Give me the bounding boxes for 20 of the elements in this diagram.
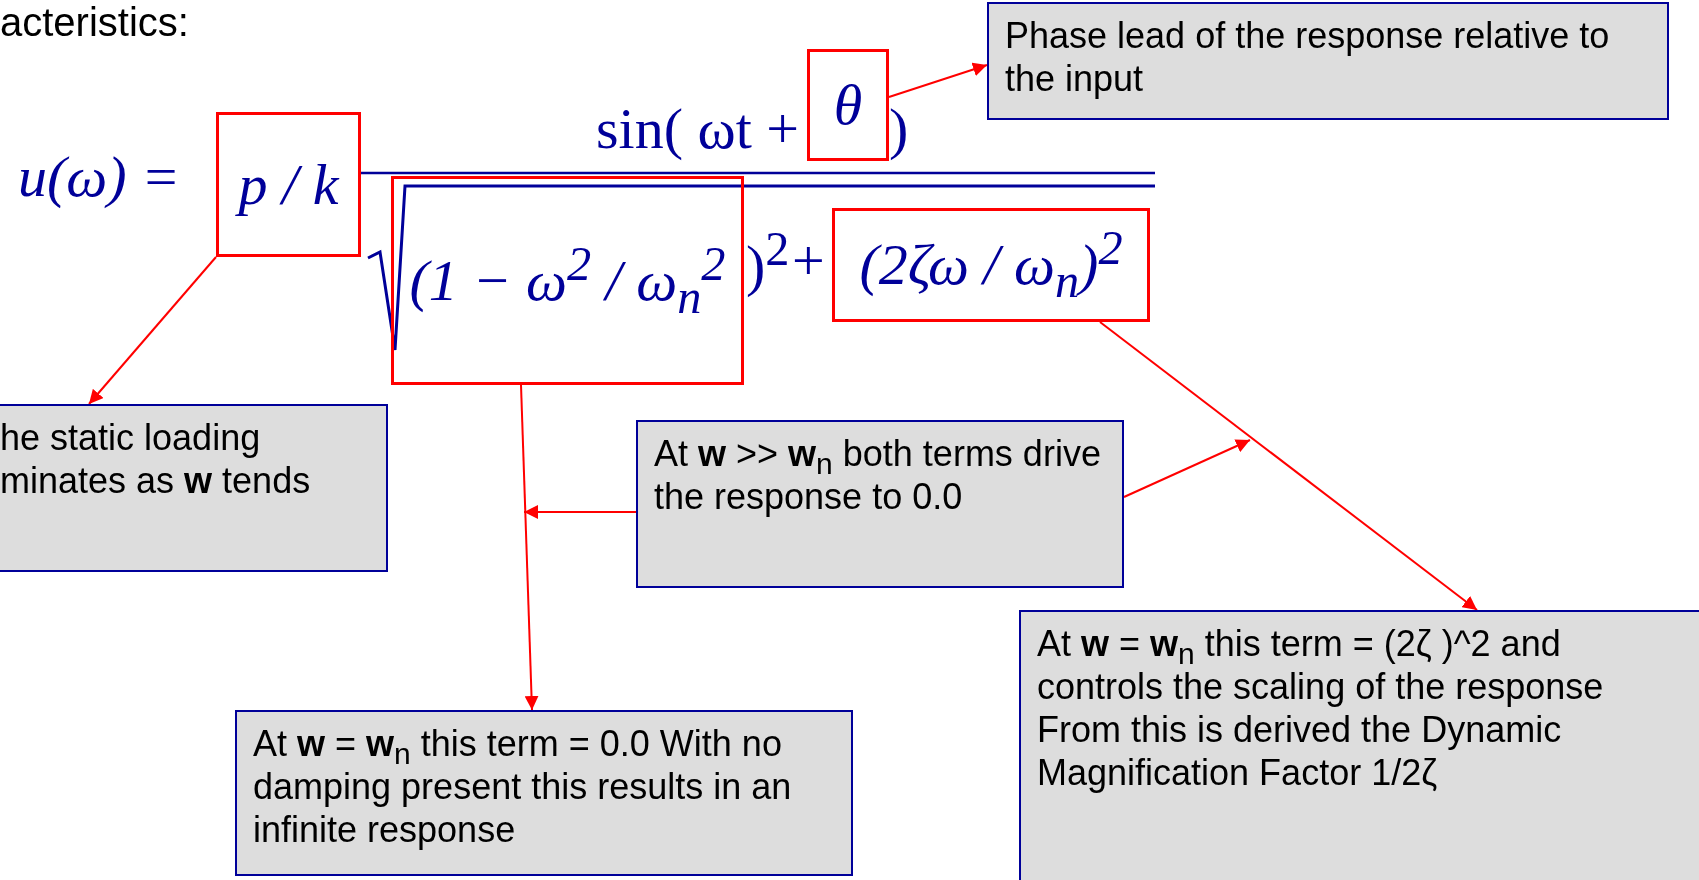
callout-box: At w = w$_{n}$ this term = 0.0 With no damping present this results in an infinite response <box>235 710 853 876</box>
arrow <box>1123 439 1251 498</box>
arrow <box>520 384 539 711</box>
equation-text: ) <box>889 100 909 158</box>
arrow <box>88 256 217 405</box>
arrow <box>888 62 988 98</box>
callout-box: At w = w$_{n}$ this term = (2ζ )^2 and controls the scaling of the response From this is derived the Dynamic Magnification Factor 1/2ζ <box>1019 610 1699 880</box>
arrow <box>1099 321 1478 611</box>
callout-box: he static loading minates as w tends <box>0 404 388 572</box>
heading-text: acteristics: <box>0 2 189 42</box>
highlight-box: θ <box>807 49 889 161</box>
equation-text: )$^{2}$ <box>746 225 790 296</box>
arrow <box>523 505 637 519</box>
highlight-box: p / k <box>216 112 361 257</box>
callout-box: Phase lead of the response relative to the input <box>987 2 1669 120</box>
equation-text: u(ω) = <box>18 148 181 206</box>
highlight-box: (2ζω / ω$_{n}$)$^{2}$ <box>832 208 1150 322</box>
equation-text: + <box>792 232 825 290</box>
equation-text: sin( ωt + <box>596 100 799 158</box>
callout-box: At w >> w$_{n}$ both terms drive the response to 0.0 <box>636 420 1124 588</box>
